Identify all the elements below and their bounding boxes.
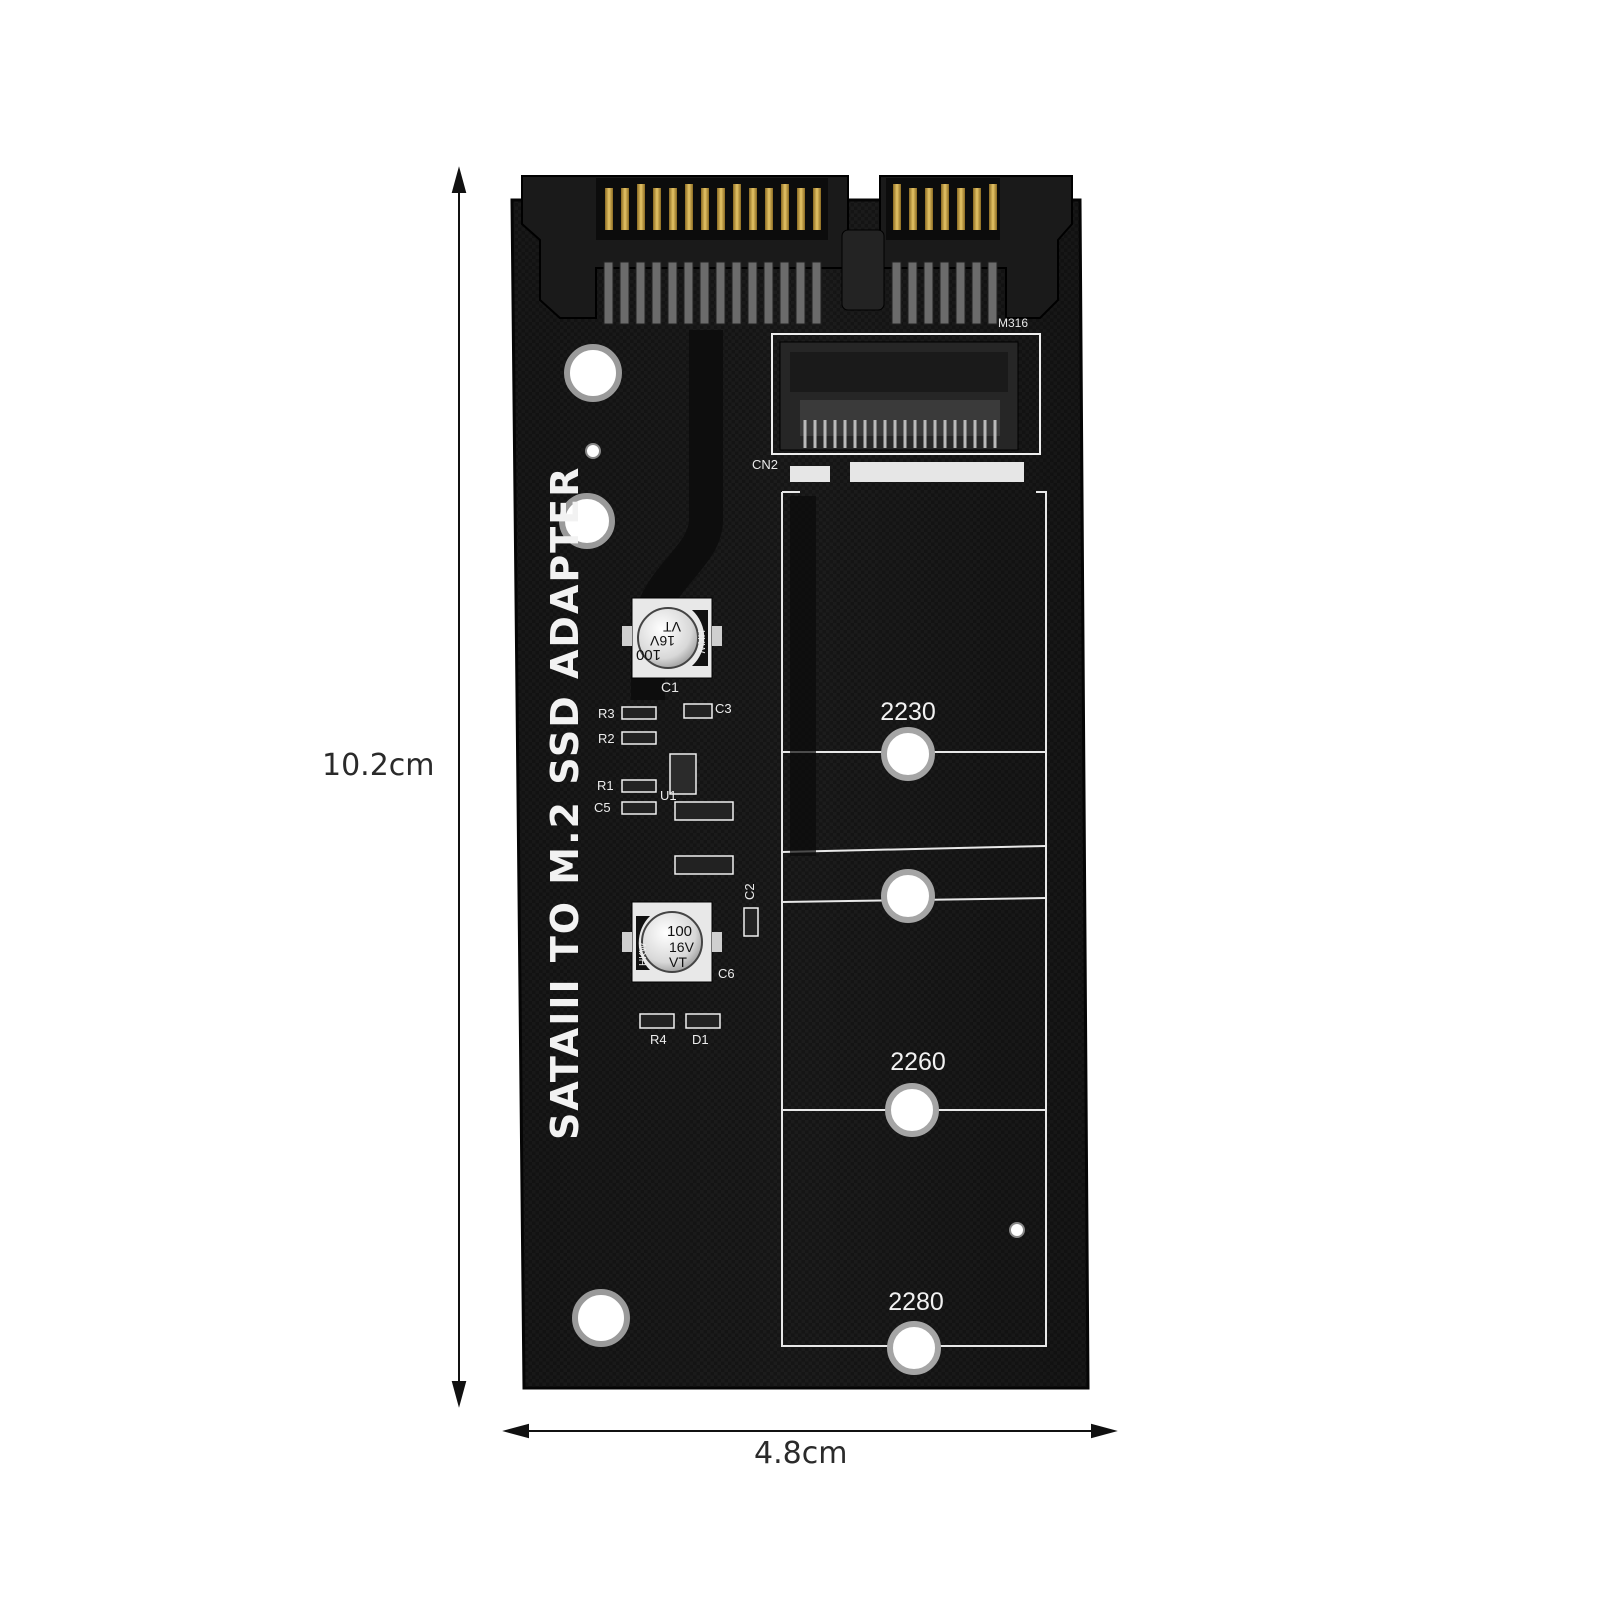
mark-2230-label: 2230 <box>880 698 936 726</box>
capacitor-value: 100 <box>636 646 661 663</box>
smd-components <box>621 703 759 1029</box>
component-r3-label: R3 <box>598 706 615 721</box>
component-r4-label: R4 <box>650 1032 667 1047</box>
component-c2-label: C2 <box>742 883 757 900</box>
mounting-holes <box>559 344 630 1347</box>
via-hole <box>1009 1222 1025 1238</box>
capacitor-brand: HKW <box>695 630 706 654</box>
capacitor-code: VT <box>663 619 681 635</box>
board-title: SATAIII TO M.2 SSD ADAPTER <box>543 466 587 1140</box>
height-dimension-arrow <box>451 166 467 1408</box>
connector-label: M316 <box>998 316 1028 330</box>
height-dimension-label: 10.2cm <box>322 748 435 783</box>
capacitor-brand: HKW <box>638 942 649 966</box>
mark-2260-label: 2260 <box>890 1048 946 1076</box>
capacitor-code: VT <box>669 954 687 970</box>
capacitor-c1: 100 16V VT HKW <box>622 597 722 679</box>
via-hole <box>585 443 601 459</box>
component-d1-label: D1 <box>692 1032 709 1047</box>
component-c3-label: C3 <box>715 701 732 716</box>
sata-connector <box>521 175 1073 325</box>
component-c1-label: C1 <box>661 679 679 695</box>
capacitor-value: 100 <box>667 923 692 940</box>
component-c5-label: C5 <box>594 800 611 815</box>
length-mark-holes <box>881 727 941 1375</box>
width-dimension-label: 4.8cm <box>754 1436 848 1471</box>
component-c6-label: C6 <box>718 966 735 981</box>
component-r1-label: R1 <box>597 778 614 793</box>
ssd-bay-slot <box>790 496 816 856</box>
m2-socket <box>771 333 1041 482</box>
mark-2280-label: 2280 <box>888 1288 944 1316</box>
capacitor-c6: 100 16V VT HKW <box>622 901 722 983</box>
component-r2-label: R2 <box>598 731 615 746</box>
capacitor-voltage: 16V <box>649 633 675 649</box>
component-u1-label: U1 <box>660 788 677 803</box>
slot-label: CN2 <box>752 457 778 472</box>
width-dimension-arrow <box>502 1423 1118 1439</box>
capacitor-voltage: 16V <box>669 939 695 955</box>
